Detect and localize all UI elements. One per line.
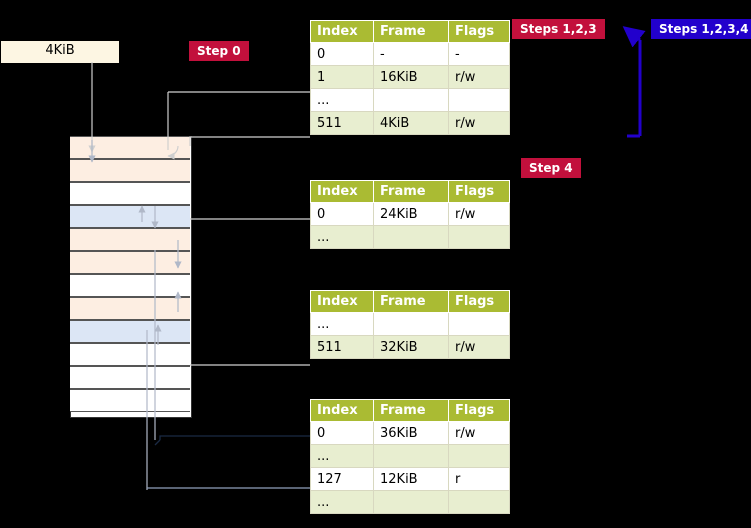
cell-index: ...	[310, 225, 374, 249]
cell-flags: r/w	[448, 421, 510, 445]
mem-row-10	[70, 366, 190, 389]
table-row: ...	[310, 444, 510, 468]
table-row: ...	[310, 225, 510, 249]
cell-frame: 24KiB	[373, 202, 449, 226]
cell-flags	[448, 312, 510, 336]
cell-frame	[373, 444, 449, 468]
cell-frame: 16KiB	[373, 65, 449, 89]
mem-row-1	[70, 159, 190, 182]
cell-flags: r/w	[448, 335, 510, 359]
col-index: Index	[310, 180, 374, 203]
cell-frame	[373, 490, 449, 514]
cell-index: 127	[310, 467, 374, 491]
table-row: ...	[310, 312, 510, 336]
cell-index: 0	[310, 42, 374, 66]
steps-1234-label: Steps 1,2,3,4	[659, 22, 749, 36]
table-header-row: Index Frame Flags	[310, 399, 510, 422]
table-header-row: Index Frame Flags	[310, 20, 510, 43]
mem-row-11	[70, 389, 190, 412]
cell-flags	[448, 444, 510, 468]
cell-frame: -	[373, 42, 449, 66]
cell-index: 0	[310, 202, 374, 226]
col-flags: Flags	[448, 399, 510, 422]
table-header-row: Index Frame Flags	[310, 290, 510, 313]
cell-index: 511	[310, 335, 374, 359]
cell-frame: 12KiB	[373, 467, 449, 491]
steps-123-badge: Steps 1,2,3	[512, 19, 605, 39]
cell-frame: 4KiB	[373, 111, 449, 135]
cell-frame	[373, 88, 449, 112]
table-row: ...	[310, 88, 510, 112]
step-4-badge: Step 4	[521, 158, 581, 178]
mem-row-3	[70, 205, 190, 228]
cell-index: 0	[310, 421, 374, 445]
cell-flags: r/w	[448, 202, 510, 226]
mem-row-7	[70, 297, 190, 320]
table-row: ...	[310, 490, 510, 514]
cell-frame	[373, 225, 449, 249]
mem-row-8	[70, 320, 190, 343]
mem-row-6	[70, 274, 190, 297]
cell-index: 511	[310, 111, 374, 135]
cell-flags	[448, 88, 510, 112]
cell-flags	[448, 225, 510, 249]
cell-flags: r	[448, 467, 510, 491]
step-0-label: Step 0	[197, 44, 241, 58]
cell-flags: r/w	[448, 111, 510, 135]
step-4-label: Step 4	[529, 161, 573, 175]
col-frame: Frame	[373, 20, 449, 43]
cell-flags: r/w	[448, 65, 510, 89]
col-flags: Flags	[448, 180, 510, 203]
col-index: Index	[310, 399, 374, 422]
mem-row-2	[70, 182, 190, 205]
mem-row-9	[70, 343, 190, 366]
cell-index: ...	[310, 490, 374, 514]
col-flags: Flags	[448, 290, 510, 313]
frame-4kib-box: 4KiB	[0, 40, 120, 64]
col-frame: Frame	[373, 399, 449, 422]
frame-4kib-label: 4KiB	[45, 43, 75, 58]
cell-frame	[373, 312, 449, 336]
cell-frame: 36KiB	[373, 421, 449, 445]
cell-index: ...	[310, 88, 374, 112]
steps-123-label: Steps 1,2,3	[520, 22, 597, 36]
mem-row-0	[70, 136, 190, 159]
col-frame: Frame	[373, 180, 449, 203]
cell-frame: 32KiB	[373, 335, 449, 359]
col-index: Index	[310, 290, 374, 313]
cell-index: ...	[310, 444, 374, 468]
col-flags: Flags	[448, 20, 510, 43]
col-frame: Frame	[373, 290, 449, 313]
mem-row-5	[70, 251, 190, 274]
steps-1234-badge: Steps 1,2,3,4	[651, 19, 751, 39]
cell-index: 1	[310, 65, 374, 89]
cell-flags	[448, 490, 510, 514]
step-0-badge: Step 0	[189, 41, 249, 61]
cell-flags: -	[448, 42, 510, 66]
table-header-row: Index Frame Flags	[310, 180, 510, 203]
col-index: Index	[310, 20, 374, 43]
table-row: 0--	[310, 42, 510, 66]
mem-row-4	[70, 228, 190, 251]
cell-index: ...	[310, 312, 374, 336]
